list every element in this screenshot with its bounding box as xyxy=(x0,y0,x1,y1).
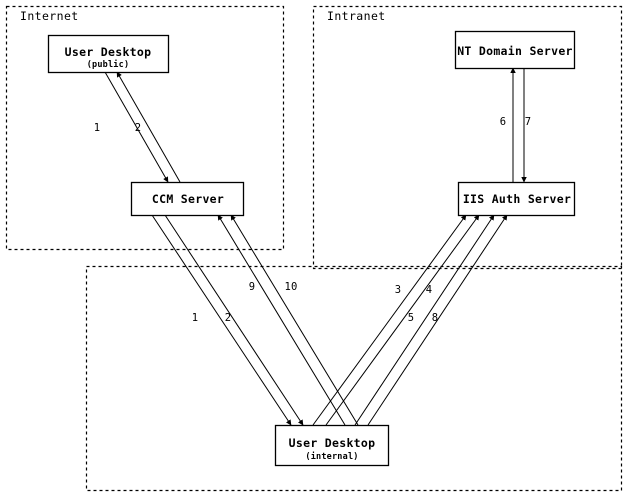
flow-label-7: 7 xyxy=(525,116,532,128)
flow-label-9: 9 xyxy=(249,281,256,293)
node-iis-auth-server-box[interactable] xyxy=(457,181,576,217)
node-iis-auth-server[interactable]: IIS Auth Server xyxy=(457,181,576,217)
flow-label-1-internal: 1 xyxy=(192,312,199,324)
flow-label-2-public: 2 xyxy=(135,122,142,134)
flow-public-desktop-ccm: 1 2 xyxy=(94,71,181,183)
node-ccm-server-title: CCM Server xyxy=(152,192,224,206)
flow-label-4: 4 xyxy=(426,284,433,296)
node-nt-domain-server[interactable]: NT Domain Server xyxy=(454,30,576,70)
flow-ccm-internal-desktop-b: 9 10 xyxy=(217,214,359,426)
node-iis-auth-server-title: IIS Auth Server xyxy=(463,192,571,206)
flow-label-2-internal: 2 xyxy=(225,312,232,324)
node-user-desktop-public-subtitle: (public) xyxy=(87,59,130,70)
node-user-desktop-internal[interactable]: User Desktop (internal) xyxy=(274,424,390,467)
zone-internet: Internet xyxy=(5,5,285,251)
node-ccm-server[interactable]: CCM Server xyxy=(130,181,245,217)
flow-iis-internal-desktop-b: 5 8 xyxy=(354,214,508,426)
flow-label-10: 10 xyxy=(284,281,297,293)
node-user-desktop-internal-subtitle: (internal) xyxy=(305,451,358,462)
flow-line-step-2b xyxy=(164,214,304,426)
node-user-desktop-internal-title: User Desktop xyxy=(289,436,376,450)
node-user-desktop-public-box[interactable] xyxy=(47,34,170,74)
zone-internet-label: Internet xyxy=(20,9,79,23)
zone-internal-border xyxy=(85,265,623,492)
node-ccm-server-box[interactable] xyxy=(130,181,245,217)
flow-line-step-8 xyxy=(367,214,508,426)
flow-line-step-10 xyxy=(230,214,359,426)
zone-intranet: Intranet xyxy=(312,5,623,270)
node-nt-domain-server-title: NT Domain Server xyxy=(457,44,573,58)
flow-line-step-4 xyxy=(325,214,480,426)
zone-intranet-border xyxy=(312,5,623,270)
flow-label-3: 3 xyxy=(395,284,402,296)
flow-line-step-2 xyxy=(116,71,181,183)
zone-internet-border xyxy=(5,5,285,251)
zone-internal xyxy=(85,265,623,492)
flow-ccm-internal-desktop-a: 1 2 xyxy=(151,214,304,426)
flow-line-step-1 xyxy=(104,71,169,183)
flow-line-step-1b xyxy=(151,214,292,426)
flow-label-8: 8 xyxy=(432,312,439,324)
flow-line-step-5 xyxy=(354,214,495,426)
flow-label-5: 5 xyxy=(408,312,415,324)
flow-line-step-9 xyxy=(217,214,346,426)
flow-iis-internal-desktop-a: 3 4 xyxy=(312,214,480,426)
node-user-desktop-public[interactable]: User Desktop (public) xyxy=(47,34,170,74)
zone-intranet-label: Intranet xyxy=(327,9,386,23)
node-user-desktop-internal-box[interactable] xyxy=(274,424,390,467)
node-user-desktop-public-title: User Desktop xyxy=(65,45,152,59)
flow-label-6: 6 xyxy=(500,116,507,128)
flow-label-1-public: 1 xyxy=(94,122,101,134)
flow-line-step-3 xyxy=(312,214,467,426)
flow-iis-nt-domain: 6 7 xyxy=(500,67,532,183)
node-nt-domain-server-box[interactable] xyxy=(454,30,576,70)
